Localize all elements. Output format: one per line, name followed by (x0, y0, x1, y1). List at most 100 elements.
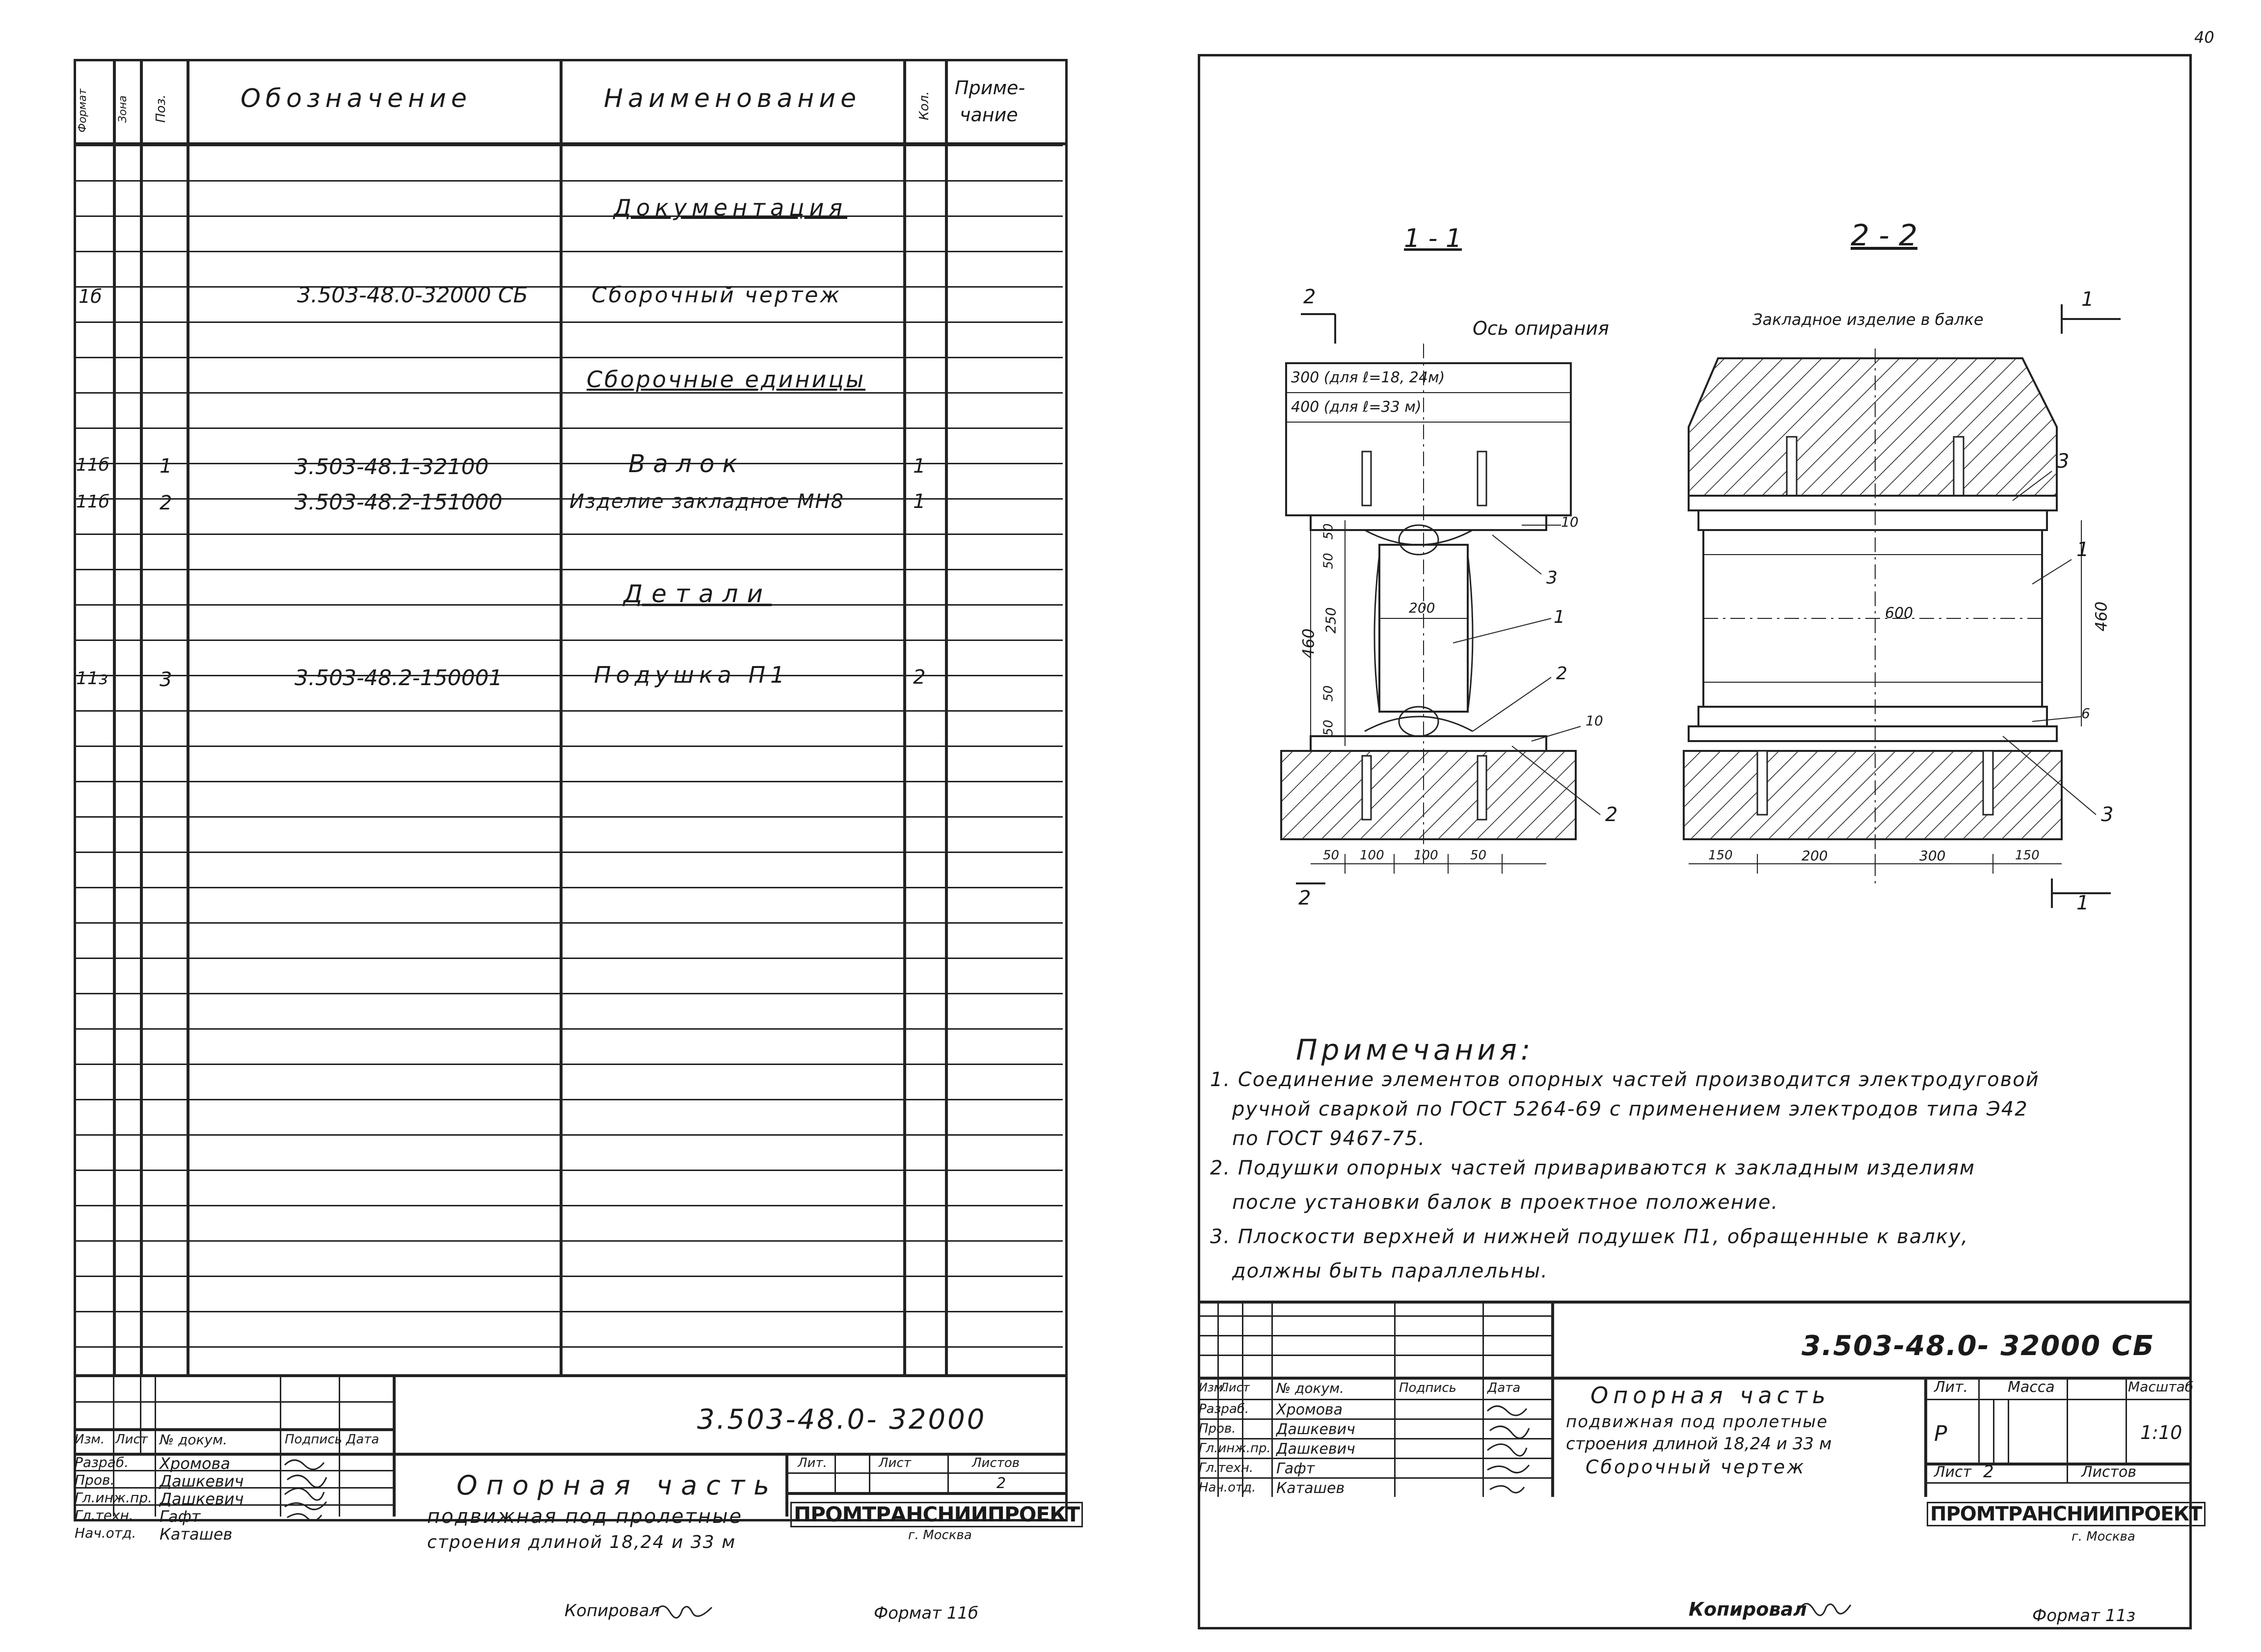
staff-name: Дашкевич (1276, 1421, 1355, 1438)
signature-scribbles (284, 1459, 327, 1521)
row-line (74, 958, 1063, 959)
row-line (74, 498, 1063, 500)
drawing-frame (1198, 54, 2192, 1629)
row-line (74, 604, 1063, 606)
title-line-2: подвижная под пролетные (427, 1505, 743, 1528)
notes-title: Примечания: (1296, 1033, 1534, 1066)
staff-role: Разраб. (75, 1454, 129, 1470)
row-line (74, 251, 1063, 252)
row-line (74, 746, 1063, 747)
lit-label: Лит. (798, 1456, 827, 1470)
row-line (74, 569, 1063, 570)
staff-name: Дашкевич (160, 1490, 244, 1508)
tb-col-date: Дата (346, 1432, 379, 1447)
row-pos: 2 (160, 492, 172, 514)
note-400: 400 (для ℓ=33 м) (1291, 399, 1422, 416)
row-line (74, 1346, 1063, 1348)
dim-50-b: 50 (1321, 553, 1336, 569)
dim-300: 300 (1919, 848, 1946, 864)
spec-frame (74, 59, 1068, 1521)
section-2-2-view (1683, 304, 2121, 908)
format-label: Формат 11з (2032, 1606, 2136, 1625)
row-qty: 2 (913, 666, 926, 689)
title-line-1: Опорная часть (457, 1470, 779, 1501)
weld-6: 6 (2081, 705, 2090, 721)
row-line (74, 321, 1063, 323)
tb-col-date: Дата (1487, 1381, 1521, 1395)
note-line: по ГОСТ 9467-75. (1232, 1127, 1426, 1150)
row-line (74, 1064, 1063, 1065)
col-pos-header: Поз. (154, 94, 168, 123)
title-line-4: Сборочный чертеж (1586, 1456, 1806, 1478)
row-name: Сборочный чертеж (592, 283, 842, 308)
tb-col-izm: Изм. (1199, 1381, 1227, 1394)
tb-col-izm: Изм. (75, 1432, 105, 1447)
note-line: 3. Плоскости верхней и нижней подушек П1… (1210, 1226, 1969, 1248)
dim-50-c: 50 (1321, 685, 1336, 702)
dim-600: 600 (1885, 605, 1913, 622)
section-documentation: Документация (614, 194, 848, 221)
row-line (74, 463, 1063, 464)
staff-role: Нач.отд. (1199, 1480, 1256, 1495)
lit-value: Р (1934, 1421, 1947, 1446)
title-code: 3.503-48.0- 32000 СБ (1802, 1330, 2155, 1362)
right-sheet: 40 (1198, 29, 2238, 1639)
cut-label-2-bottom: 2 (1298, 887, 1311, 909)
staff-role: Гл.инж.пр. (75, 1490, 153, 1506)
row-line (74, 993, 1063, 994)
staff-name: Хромова (1276, 1401, 1343, 1418)
lit-label: Лит. (1934, 1379, 1968, 1396)
staff-role: Пров. (1199, 1421, 1236, 1436)
col-qty-header: Кол. (917, 91, 932, 120)
tb-col-doc: № докум. (160, 1432, 228, 1448)
row-designation: 3.503-48.0-32000 СБ (297, 283, 528, 308)
title-code: 3.503-48.0- 32000 (697, 1404, 987, 1436)
staff-role: Гл.техн. (1199, 1461, 1254, 1475)
row-line (74, 1028, 1063, 1030)
copied-signature (1798, 1603, 1852, 1616)
row-line (74, 816, 1063, 818)
section-assembly-units: Сборочные единицы (587, 366, 866, 393)
staff-name: Дашкевич (160, 1472, 244, 1491)
col-zone-header: Зона (117, 95, 129, 123)
row-designation: 3.503-48.2-151000 (295, 490, 503, 515)
copied-signature (654, 1605, 713, 1619)
tb-col-sign: Подпись (285, 1432, 342, 1447)
cut-label-1-bottom: 1 (2076, 892, 2089, 914)
section-1-1-title: 1 - 1 (1404, 224, 1462, 253)
staff-name: Каташев (1276, 1480, 1345, 1497)
row-line (74, 1170, 1063, 1171)
staff-role: Гл.техн. (75, 1507, 134, 1523)
dim-50-a: 50 (1321, 523, 1336, 540)
axis-label: Ось опирания (1473, 318, 1609, 339)
page-number: 40 (2194, 28, 2214, 47)
row-format: 11б (76, 455, 110, 475)
sheets-value: 2 (996, 1475, 1006, 1492)
title-line-3: строения длиной 18,24 и 33 м (427, 1532, 736, 1552)
mark-3-b: 3 (2057, 450, 2070, 473)
cut-label-1-top: 1 (2081, 288, 2094, 311)
row-line (74, 639, 1063, 641)
tb-col-list: Лист (1220, 1381, 1250, 1394)
row-line (74, 781, 1063, 782)
row-line (74, 1240, 1063, 1242)
row-line (74, 215, 1063, 217)
copied-label: Копировал (1689, 1599, 1807, 1620)
row-line (74, 710, 1063, 712)
note-300: 300 (для ℓ=18, 24м) (1291, 369, 1445, 386)
dim-b100-b: 100 (1414, 848, 1438, 863)
dim-b100-a: 100 (1360, 848, 1384, 863)
left-sheet: Формат Зона Поз. Обозначение Наименовани… (74, 59, 1083, 1629)
org-city: г. Москва (908, 1528, 972, 1543)
dim-460-b: 460 (2092, 601, 2111, 632)
row-format: 1б (79, 286, 102, 307)
row-line (74, 180, 1063, 182)
org-name: ПРОМТРАНСНИИПРОЕКТ (1927, 1502, 2206, 1526)
row-qty: 1 (913, 455, 926, 478)
section-details: Детали (623, 580, 772, 608)
title-line-1: Опорная часть (1590, 1382, 1830, 1409)
mark-3-c: 3 (2101, 803, 2114, 826)
col-note-header-2: чание (960, 104, 1018, 126)
note-line: после установки балок в проектное положе… (1232, 1191, 1779, 1214)
staff-role: Гл.инж.пр. (1199, 1441, 1271, 1456)
